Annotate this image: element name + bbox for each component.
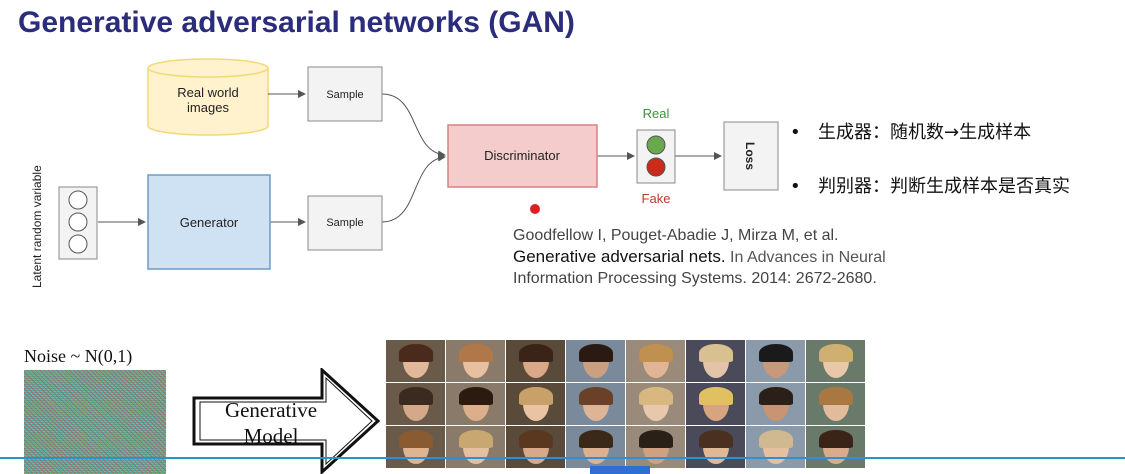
sample-bottom-label: Sample (326, 217, 363, 229)
sample-box-top (307, 66, 383, 122)
real-label: Real (643, 106, 670, 121)
face-thumbnail (386, 383, 445, 425)
face-thumbnail (386, 340, 445, 382)
loss-box (723, 121, 779, 191)
face-thumbnail (806, 426, 865, 468)
citation-venue-2: Information Processing Systems. 2014: 26… (513, 270, 877, 287)
discriminator-label: Discriminator (484, 148, 561, 163)
bullet-text: 判别器：判断生成样本是否真实 (818, 176, 1070, 197)
face-thumbnail (686, 426, 745, 468)
progress-marker (590, 466, 650, 474)
arrow-sample-bottom-to-disc (381, 153, 446, 223)
bullet-marker: • (790, 176, 801, 197)
generative-model-label: Generative Model (196, 397, 346, 449)
fake-label: Fake (642, 191, 671, 206)
bullet-list: • 生成器：随机数→生成样本 • 判别器：判断生成样本是否真实 (790, 118, 1070, 226)
citation-title: Generative adversarial nets. (513, 247, 726, 266)
green-light-icon (646, 135, 666, 155)
gen-model-line-2: Model (243, 424, 299, 448)
face-thumbnail (686, 383, 745, 425)
citation-title-line: Generative adversarial nets. In Advances… (513, 246, 1073, 268)
noise-image (24, 370, 166, 474)
latent-node-2 (68, 212, 88, 232)
citation-venue: In Advances in Neural (725, 249, 886, 266)
citation: Goodfellow I, Pouget-Abadie J, Mirza M, … (513, 225, 1073, 289)
face-thumbnail (746, 383, 805, 425)
face-thumbnail (446, 383, 505, 425)
laser-pointer-icon (530, 204, 540, 214)
real-world-images-db: Real world images (147, 58, 269, 136)
face-thumbnail (806, 340, 865, 382)
face-thumbnail (506, 426, 565, 468)
face-thumbnail (446, 426, 505, 468)
face-thumbnail (746, 340, 805, 382)
face-thumbnail (506, 340, 565, 382)
gen-model-line-1: Generative (224, 398, 318, 422)
progress-line (0, 457, 1125, 459)
citation-authors: Goodfellow I, Pouget-Abadie J, Mirza M, … (513, 227, 839, 244)
bullet-item: • 生成器：随机数→生成样本 (790, 118, 1070, 172)
arrow-sample-top-to-disc (381, 93, 446, 159)
sample-box-bottom (307, 195, 383, 251)
face-thumbnail (566, 340, 625, 382)
bullet-marker: • (790, 122, 801, 143)
discriminator-box (447, 124, 598, 188)
generative-model-arrow-icon (192, 368, 381, 474)
slide-title: Generative adversarial networks (GAN) (18, 6, 575, 39)
loss-label: Loss (743, 142, 757, 170)
real-world-label-2: images (187, 100, 229, 115)
face-thumbnail (506, 383, 565, 425)
generator-label: Generator (180, 215, 239, 230)
generated-faces-grid (386, 340, 865, 474)
face-thumbnail (446, 340, 505, 382)
face-thumbnail (626, 383, 685, 425)
face-thumbnail (386, 426, 445, 468)
face-thumbnail (626, 340, 685, 382)
face-thumbnail (746, 426, 805, 468)
latent-label: Latent random variable (30, 165, 44, 288)
real-world-label-1: Real world (177, 85, 238, 100)
face-thumbnail (626, 426, 685, 468)
bullet-text: 生成器：随机数→生成样本 (818, 122, 1032, 143)
noise-label: Noise ~ N(0,1) (24, 346, 133, 366)
generator-box (147, 174, 271, 270)
face-thumbnail (566, 426, 625, 468)
bullet-item: • 判别器：判断生成样本是否真实 (790, 172, 1070, 226)
red-light-icon (646, 157, 666, 177)
latent-node-1 (68, 190, 88, 210)
face-thumbnail (566, 383, 625, 425)
latent-node-3 (68, 234, 88, 254)
face-thumbnail (806, 383, 865, 425)
face-thumbnail (686, 340, 745, 382)
sample-top-label: Sample (326, 89, 363, 101)
